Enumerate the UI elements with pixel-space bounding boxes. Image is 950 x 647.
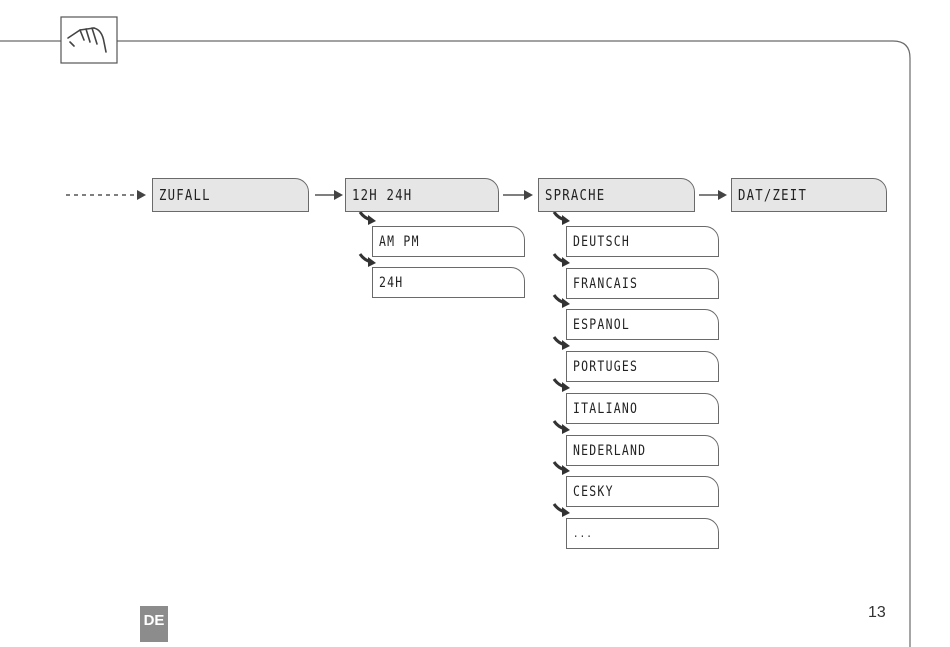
curl-arrow-head: [562, 340, 570, 350]
curl-arrow-head: [562, 465, 570, 475]
language-option: CESKY: [566, 476, 719, 507]
page-number: 13: [868, 604, 886, 621]
language-badge: DE: [140, 606, 168, 642]
curl-arrow-head: [368, 215, 376, 225]
main-item-language: SPRACHE: [538, 178, 695, 212]
language-option: FRANCAIS: [566, 268, 719, 299]
hand-pointer-icon: [60, 16, 118, 64]
time-format-option-24h: 24H: [372, 267, 525, 298]
curl-arrow-head: [562, 298, 570, 308]
language-option: PORTUGES: [566, 351, 719, 382]
option-label: ITALIANO: [573, 400, 639, 417]
option-label: CESKY: [573, 483, 614, 500]
option-label: NEDERLAND: [573, 442, 647, 459]
language-option: ITALIANO: [566, 393, 719, 424]
option-label: ...: [573, 527, 593, 540]
curl-arrow-head: [562, 257, 570, 267]
option-label: ESPANOL: [573, 316, 631, 333]
main-item-zufall: ZUFALL: [152, 178, 309, 212]
option-label: FRANCAIS: [573, 275, 639, 292]
option-label: AM PM: [379, 233, 420, 250]
main-item-label: ZUFALL: [159, 186, 211, 204]
language-option: NEDERLAND: [566, 435, 719, 466]
curl-arrow-head: [562, 382, 570, 392]
main-item-label: 12H 24H: [352, 186, 413, 204]
main-item-label: SPRACHE: [545, 186, 606, 204]
curl-arrow-head: [562, 215, 570, 225]
language-option: ...: [566, 518, 719, 549]
language-option: DEUTSCH: [566, 226, 719, 257]
curl-arrow-head: [562, 424, 570, 434]
main-item-date-time: DAT/ZEIT: [731, 178, 887, 212]
flow-arrow-2: [524, 190, 533, 200]
language-option: ESPANOL: [566, 309, 719, 340]
main-item-label: DAT/ZEIT: [738, 186, 808, 204]
main-item-time-format: 12H 24H: [345, 178, 499, 212]
option-label: PORTUGES: [573, 358, 639, 375]
time-format-option-am-pm: AM PM: [372, 226, 525, 257]
curl-arrow-head: [562, 507, 570, 517]
dashed-arrow-head: [137, 190, 146, 200]
option-label: DEUTSCH: [573, 233, 631, 250]
flow-arrow-3: [718, 190, 727, 200]
curl-arrow-head: [368, 257, 376, 267]
flow-arrow-1: [334, 190, 343, 200]
option-label: 24H: [379, 274, 404, 291]
